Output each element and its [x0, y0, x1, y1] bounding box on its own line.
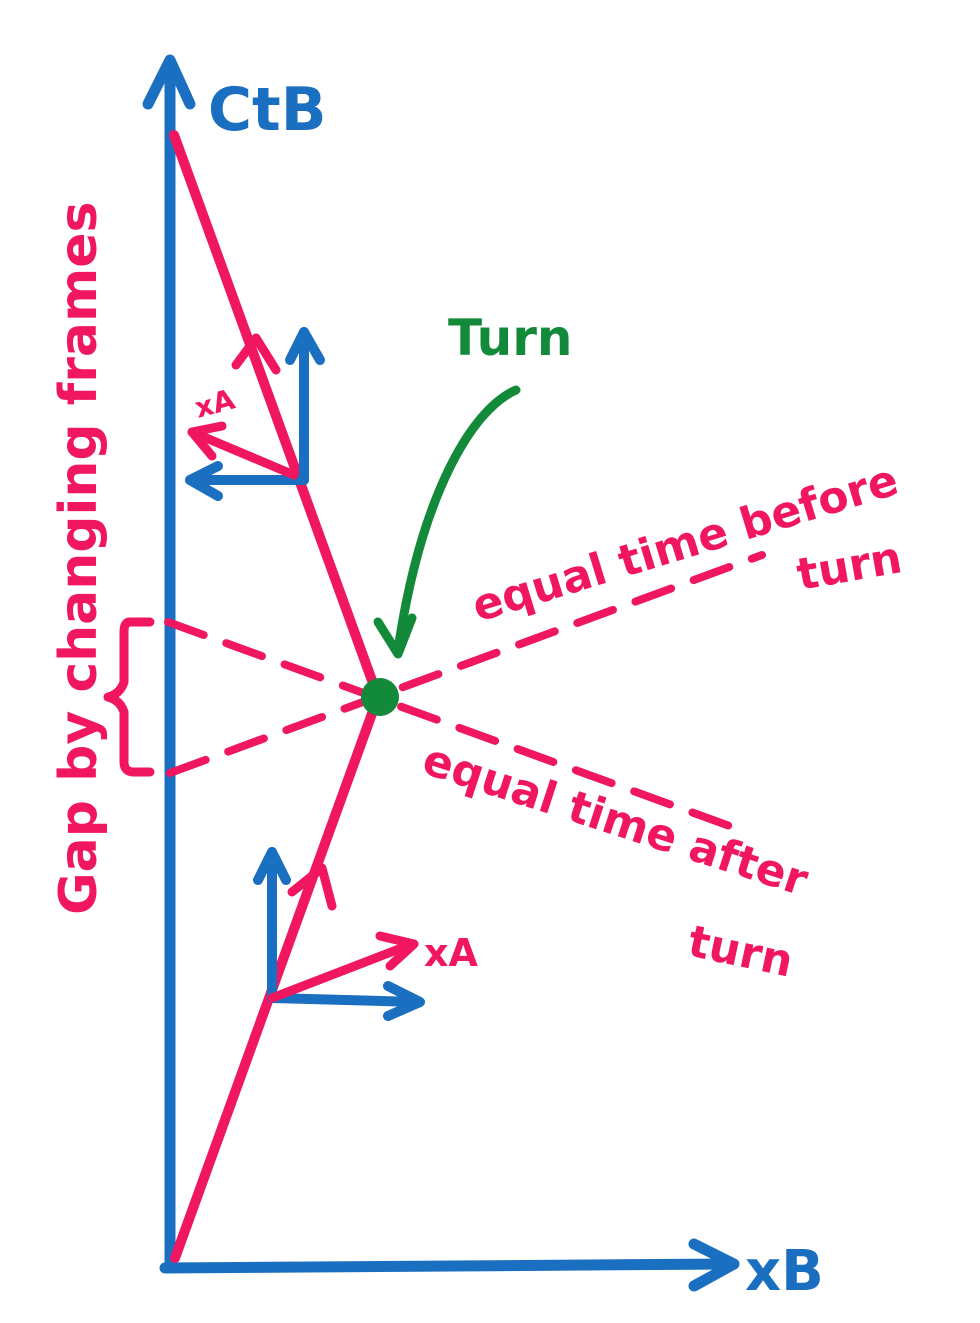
equal-time-before-line — [166, 551, 766, 777]
x-b-axis — [159, 1258, 738, 1274]
x-b-axis-label: xB — [745, 1239, 824, 1304]
outbound-ct-arrowhead — [253, 847, 291, 885]
xa-upper-label: xA — [191, 383, 238, 425]
outbound-xa-arrowhead — [375, 931, 419, 971]
simultaneity-lines — [164, 551, 766, 832]
ct-b-axis-arrowhead — [142, 54, 196, 110]
b-frame-axes — [142, 54, 740, 1292]
return-xa-arrowhead — [187, 421, 227, 461]
turn-label: Turn — [448, 309, 572, 367]
ct-b-axis-label: CtB — [208, 75, 326, 145]
turn-point — [361, 678, 399, 716]
outbound-local-frame — [253, 847, 425, 1021]
turn-arrowhead — [373, 613, 417, 659]
worldline-a — [169, 130, 383, 1263]
equal-time-after-label-turn: turn — [684, 916, 798, 988]
return-xa-axis — [187, 427, 299, 480]
return-x-arrowhead — [185, 461, 223, 501]
return-ct-arrowhead — [285, 327, 325, 365]
outbound-x-arrowhead — [383, 981, 425, 1021]
worldline-arrow-outbound — [287, 863, 337, 911]
worldline-arrow-return — [231, 333, 281, 375]
xa-lower-label: xA — [424, 931, 479, 975]
worldline-path — [169, 130, 383, 1263]
turn-arrow — [393, 385, 521, 655]
outbound-xa-axis — [267, 939, 417, 1003]
equal-time-after-line — [164, 618, 739, 832]
equal-time-after-label: equal time after — [417, 734, 815, 907]
equal-time-before-label-turn: turn — [793, 532, 906, 601]
gap-label: Gap by changing frames — [49, 202, 109, 915]
gap-brace — [103, 617, 155, 777]
outbound-x-axis — [267, 993, 423, 1007]
return-local-frame — [185, 327, 325, 501]
x-b-axis-arrowhead — [688, 1238, 740, 1292]
